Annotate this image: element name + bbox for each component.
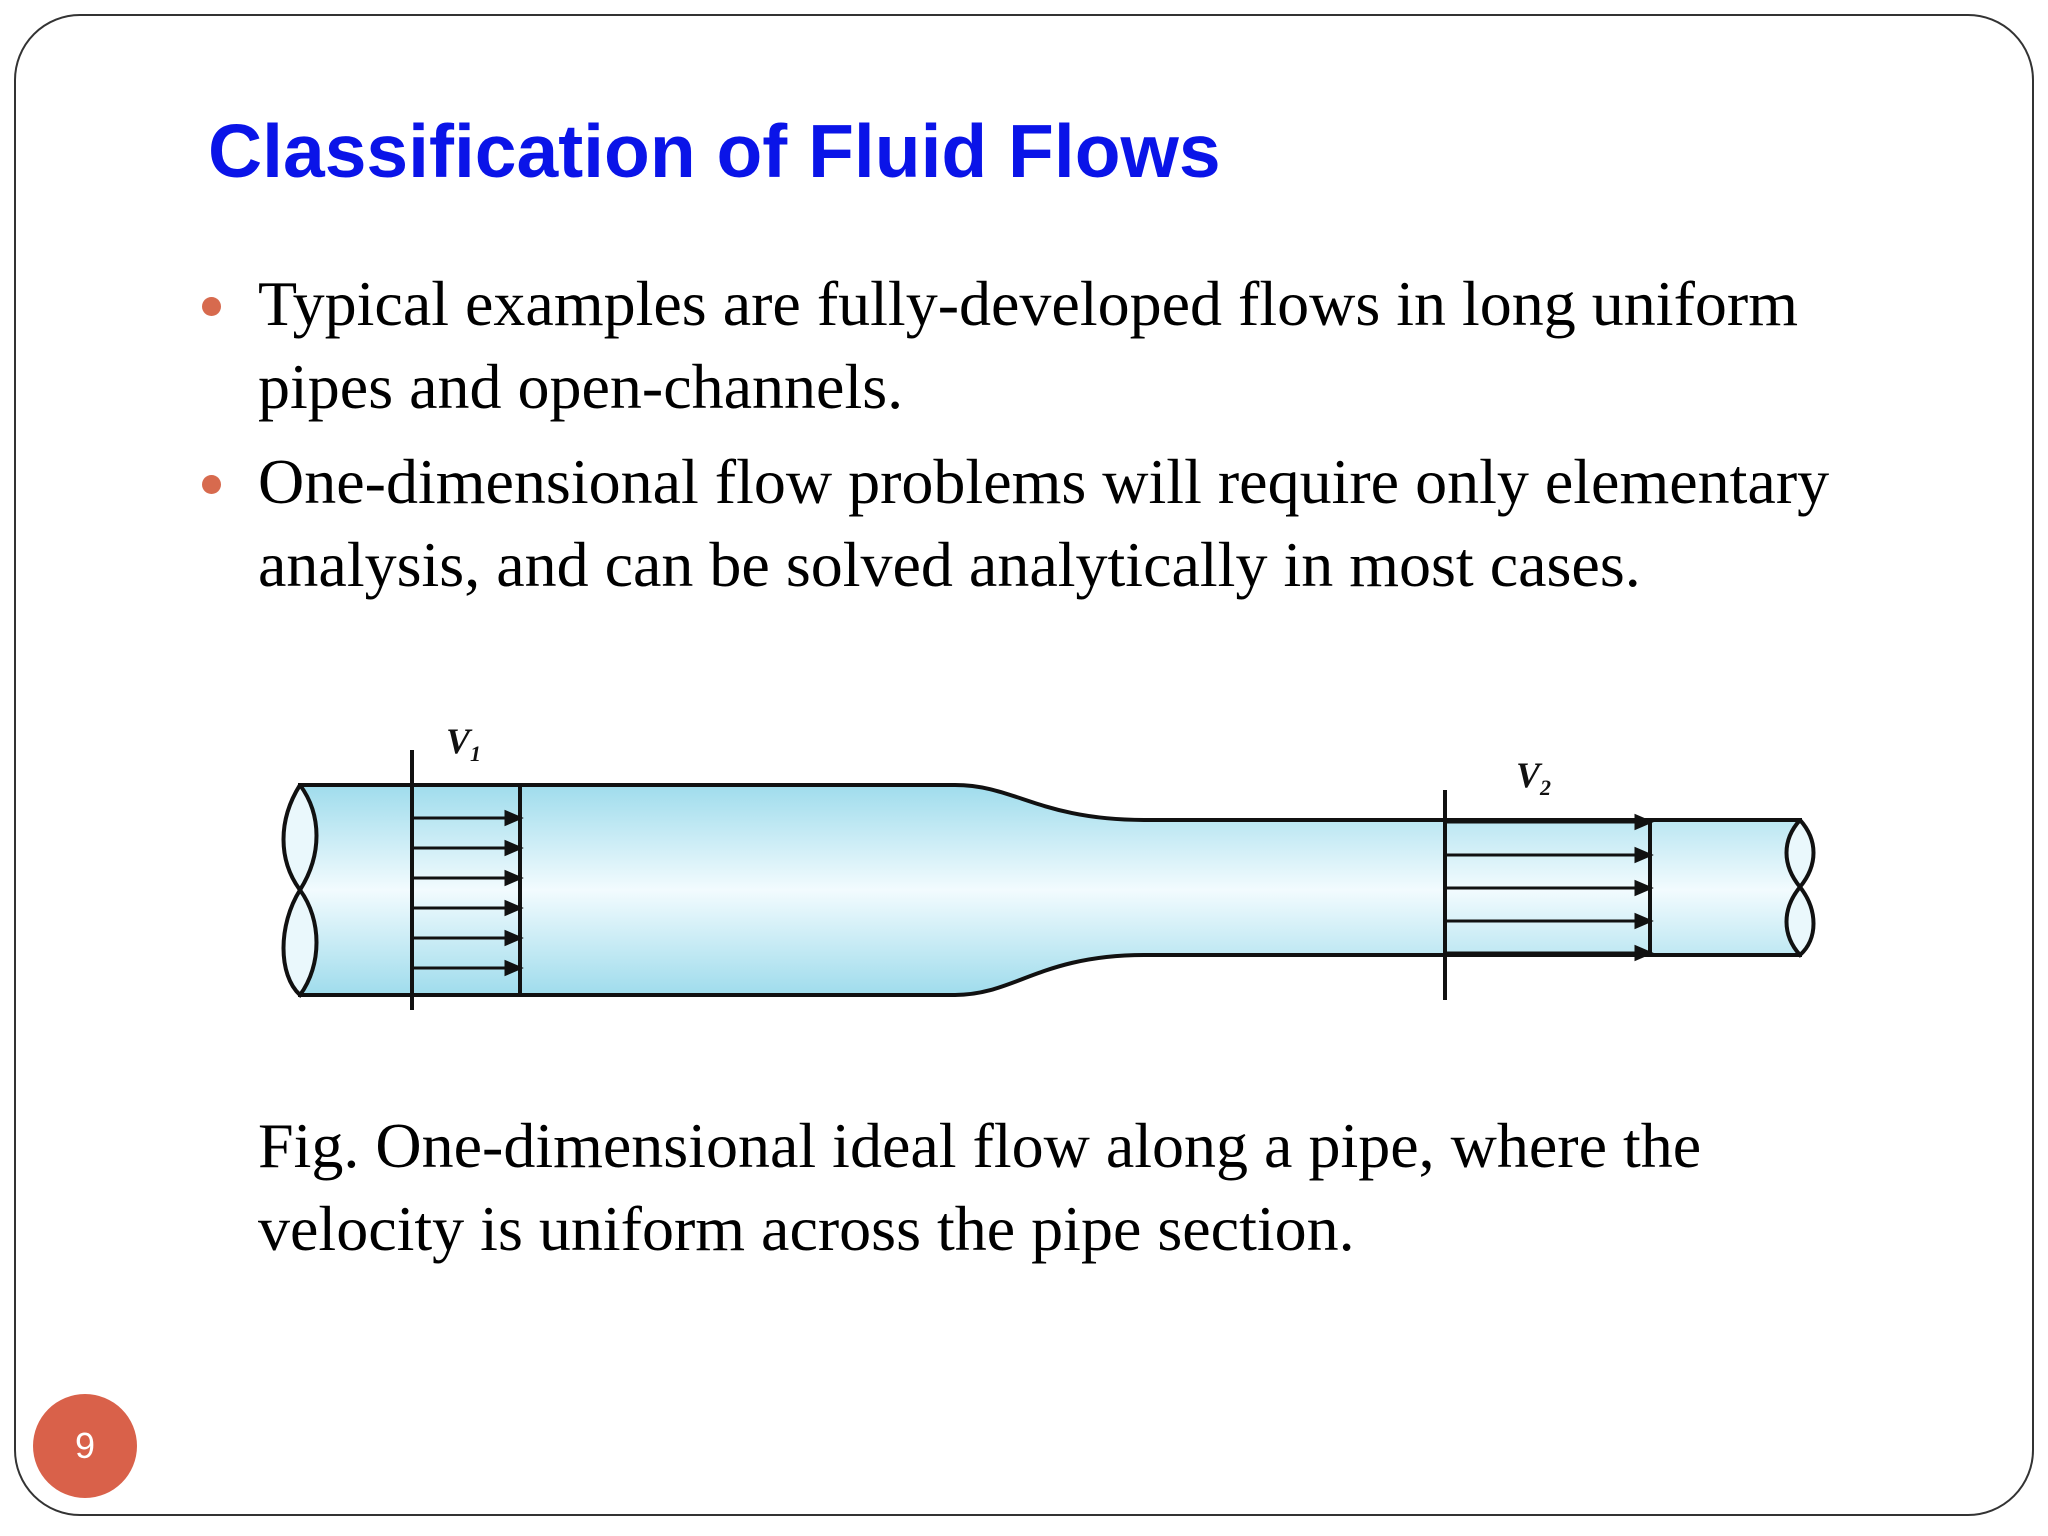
bullet-text: One-dimensional flow problems will requi… [258, 446, 1830, 600]
bullet-dot-icon [202, 297, 221, 316]
figure-caption: Fig. One-dimensional ideal flow along a … [258, 1110, 1702, 1264]
velocity-arrows-2 [1445, 813, 1654, 962]
slide-title: Classification of Fluid Flows [208, 109, 1221, 193]
bullet-dot-icon [202, 475, 221, 494]
pipe-body [300, 785, 1800, 995]
page-number-badge: 9 [33, 1394, 137, 1498]
bullet-item: One-dimensional flow problems will requi… [196, 440, 1916, 606]
pipe-break-left [281, 783, 319, 998]
bullet-text: Typical examples are fully-developed flo… [258, 268, 1798, 422]
velocity-label-v2: V2 [1516, 755, 1551, 800]
pipe-outline-top [298, 783, 1802, 822]
slide-frame [14, 14, 2034, 1516]
pipe-flow-figure: V1 V2 [281, 725, 1816, 1010]
velocity-arrows-1 [412, 809, 524, 977]
pipe-outline-bottom [298, 953, 1802, 997]
bullet-item: Typical examples are fully-developed flo… [196, 262, 1916, 428]
velocity-label-v1: V1 [446, 725, 481, 766]
pipe-break-right [1784, 818, 1816, 958]
bullet-list: Typical examples are fully-developed flo… [196, 262, 1916, 618]
